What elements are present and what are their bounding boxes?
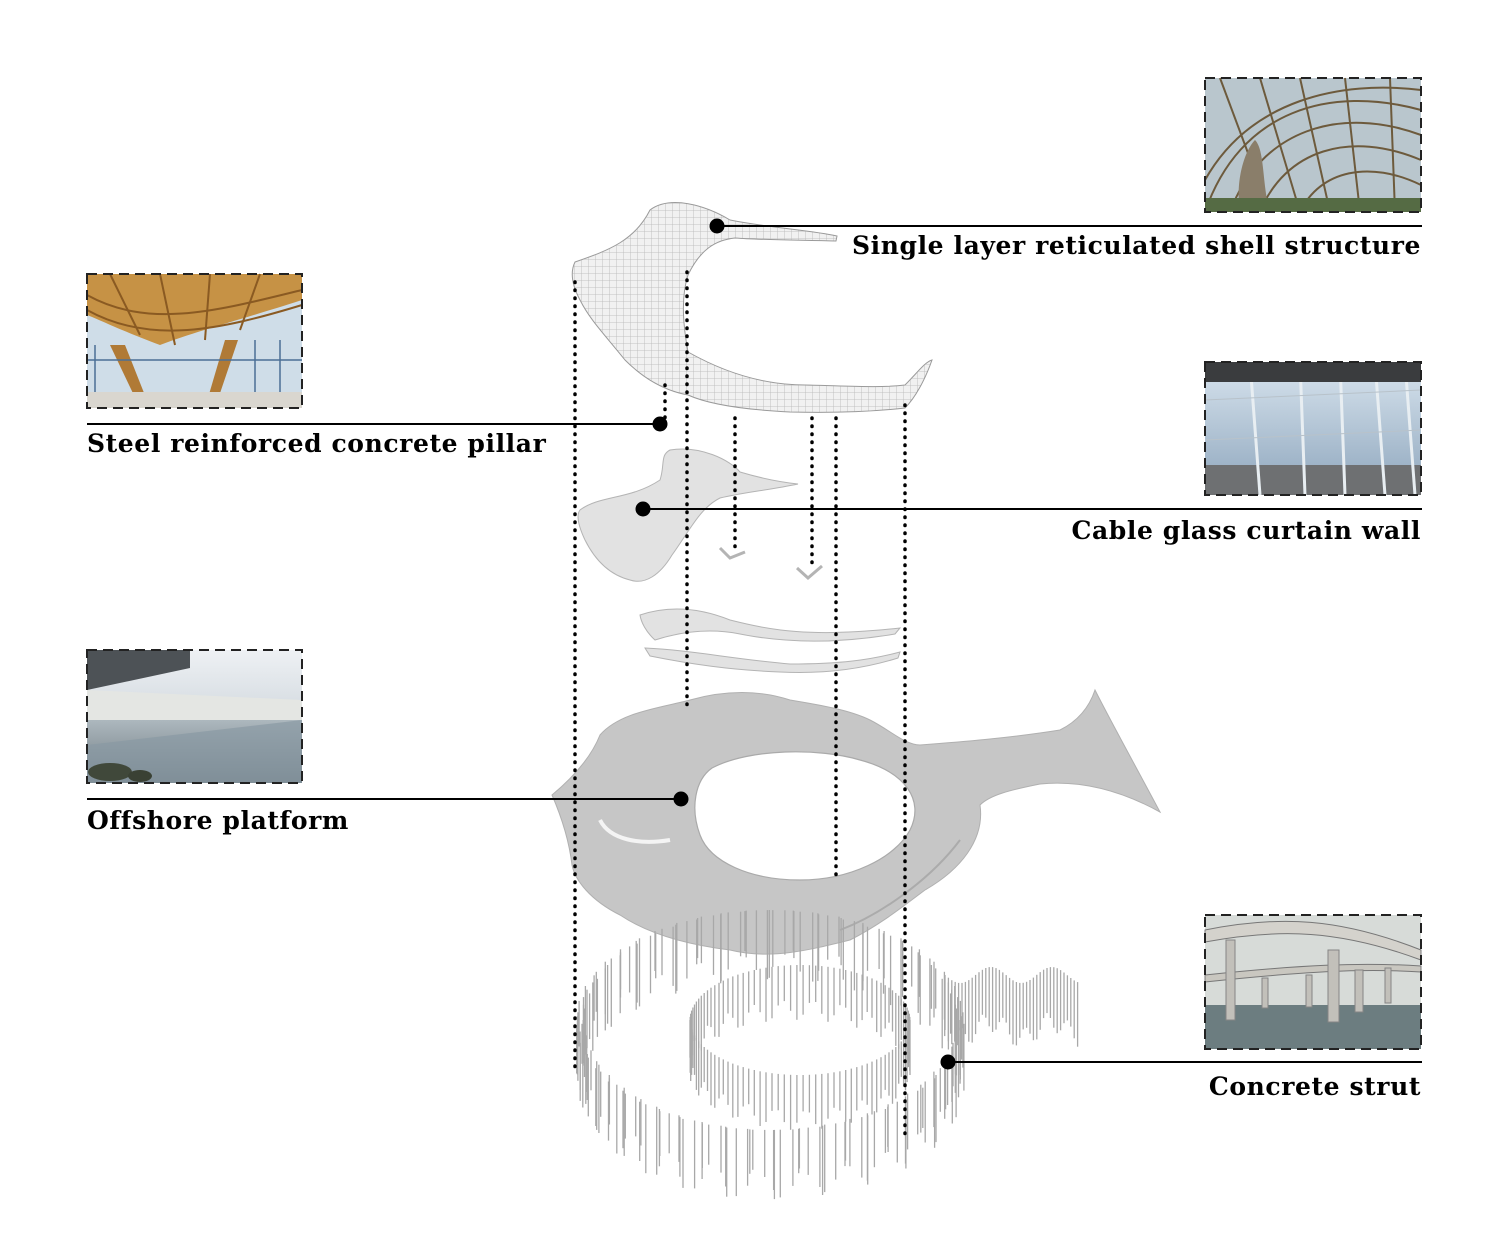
projection-lines [573, 270, 907, 1140]
shell-layer [571, 202, 933, 413]
leader-dot-curtain [635, 501, 651, 517]
waterfront-plaza-photo [86, 649, 303, 784]
label-pillar: Steel reinforced concrete pillar [87, 429, 547, 458]
strut-layer [576, 910, 1079, 1200]
leader-lines [87, 218, 1422, 1070]
timber-roof-terminal-photo [86, 273, 303, 409]
leader-dot-strut [940, 1054, 956, 1070]
curtain-wall-layer [577, 448, 902, 673]
label-strut: Concrete strut [1208, 1072, 1421, 1101]
label-platform: Offshore platform [87, 806, 349, 835]
leader-dot-platform [673, 791, 689, 807]
leader-dot-pillar [652, 416, 668, 432]
glass-dome-interior-photo [1204, 77, 1422, 213]
glass-facade-photo [1204, 361, 1422, 496]
platform-layer [551, 688, 1162, 955]
elevated-bridge-piers-photo [1204, 914, 1422, 1050]
label-curtain: Cable glass curtain wall [1071, 516, 1421, 545]
label-shell: Single layer reticulated shell structure [851, 231, 1421, 260]
leader-dot-shell [709, 218, 725, 234]
